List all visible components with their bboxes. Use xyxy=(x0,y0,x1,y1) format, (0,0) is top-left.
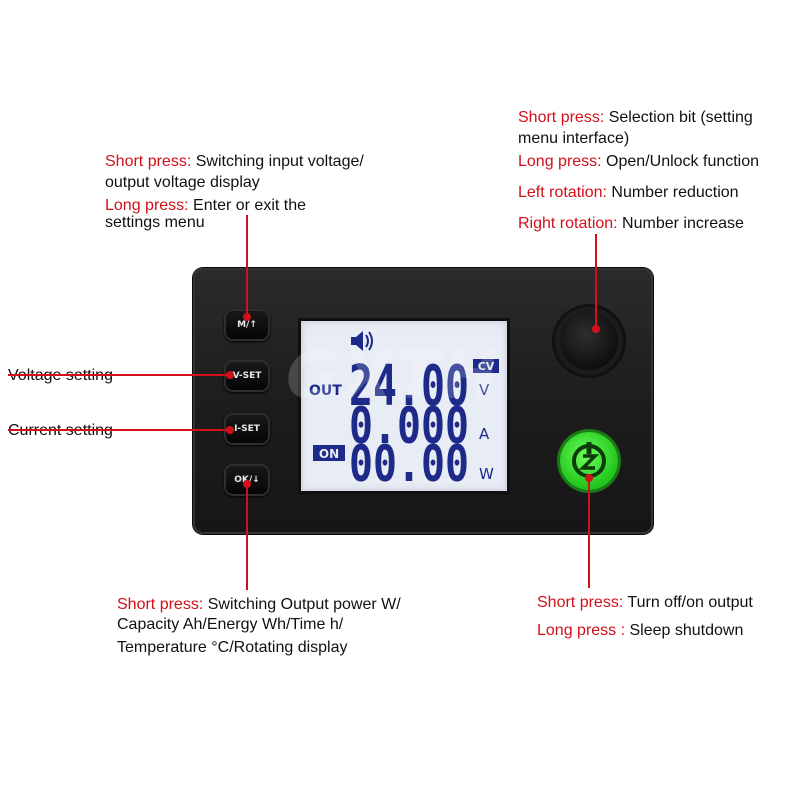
long-press-label: Long press: xyxy=(105,197,189,214)
callout-dot-knob xyxy=(592,325,600,333)
unit-v: V xyxy=(479,381,490,399)
speaker-icon xyxy=(351,331,373,351)
short-press-label: Short press: xyxy=(518,109,605,126)
callout-text: Temperature °C/Rotating display xyxy=(117,639,348,656)
callout-text: Open/Unlock function xyxy=(601,153,760,170)
long-press-label: Long press: xyxy=(518,153,602,170)
callout-dot-ok xyxy=(243,480,251,488)
short-press-label: Short press: xyxy=(105,153,192,170)
on-badge: ON xyxy=(319,447,339,461)
callout-text: Switching input voltage/ xyxy=(191,153,364,170)
left-rotation-label: Left rotation: xyxy=(518,184,607,201)
callout-line-power xyxy=(588,478,590,588)
unit-a: A xyxy=(479,425,490,443)
on-badge-bg xyxy=(313,445,345,461)
callout-line-m xyxy=(246,215,248,317)
callout-dot-vset xyxy=(226,371,234,379)
callout-text: Number increase xyxy=(617,215,744,232)
voltage-readout: 24.00 xyxy=(349,354,469,419)
callout-line-knob xyxy=(595,234,597,329)
lcd-display: CV OUT 24.00 V 0.000 A ON 00.00 W xyxy=(309,331,499,493)
rotary-encoder-knob[interactable] xyxy=(555,307,623,375)
callout-line-ok xyxy=(246,484,248,590)
cv-badge: CV xyxy=(478,360,495,373)
callout-text: Turn off/on output xyxy=(623,594,753,611)
callout-text: Selection bit (setting xyxy=(604,109,753,126)
power-readout: 00.00 xyxy=(349,435,469,491)
callout-line-vset xyxy=(8,374,230,376)
callout-text: settings menu xyxy=(105,214,205,231)
out-label: OUT xyxy=(309,383,342,399)
callout-dot-m xyxy=(243,313,251,321)
callout-line-iset xyxy=(8,429,230,431)
callout-dot-iset xyxy=(226,426,234,434)
callout-text: Capacity Ah/Energy Wh/Time h/ xyxy=(117,616,344,633)
callout-text: output voltage display xyxy=(105,174,260,191)
cv-badge-bg xyxy=(473,359,499,373)
long-press-label: Long press : xyxy=(537,622,626,639)
callout-dot-power xyxy=(585,474,593,482)
callout-text: Sleep shutdown xyxy=(625,622,744,639)
callout-text: Number reduction xyxy=(606,184,739,201)
lcd-screen: CV OUT 24.00 V 0.000 A ON 00.00 W xyxy=(298,318,510,494)
short-press-label: Short press: xyxy=(117,596,204,613)
unit-w: W xyxy=(479,465,494,483)
callout-text: Enter or exit the xyxy=(188,197,306,214)
callout-text: Switching Output power W/ xyxy=(203,596,401,613)
short-press-label: Short press: xyxy=(537,594,624,611)
current-readout: 0.000 xyxy=(349,397,469,455)
callout-text: menu interface) xyxy=(518,130,630,147)
right-rotation-label: Right rotation: xyxy=(518,215,618,232)
